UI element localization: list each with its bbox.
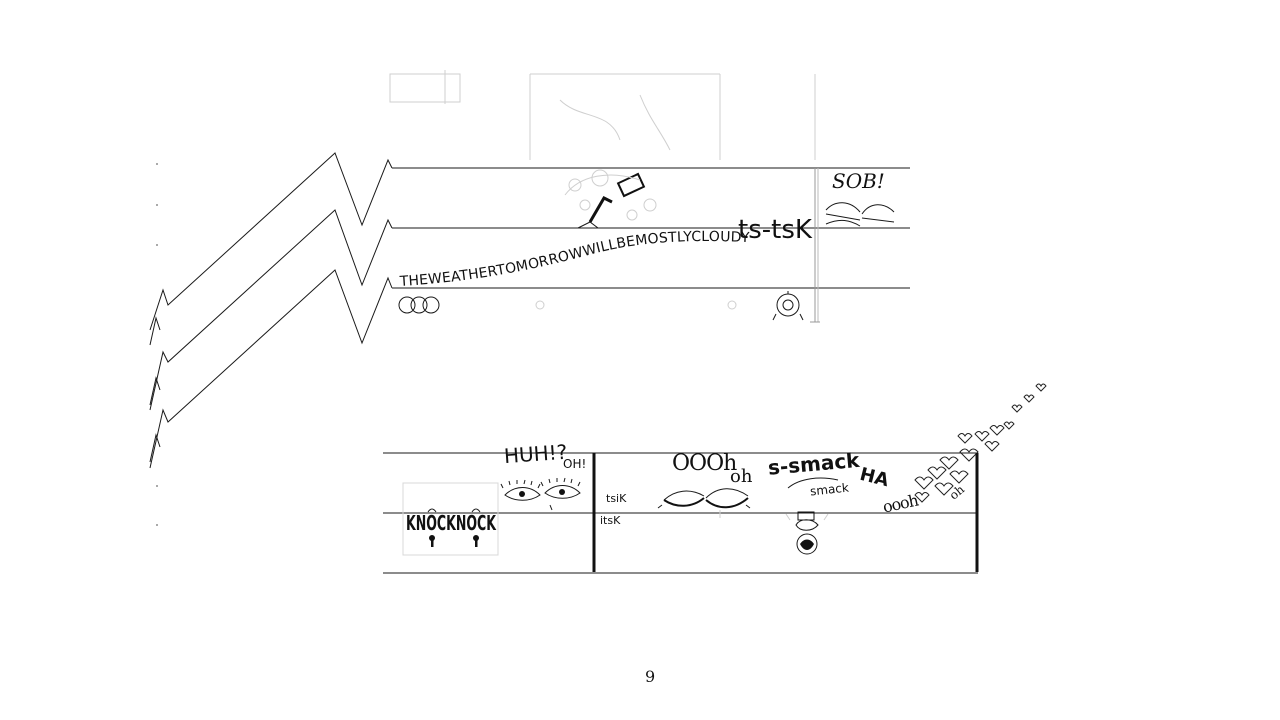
tsk-upper: ts-tsK	[738, 215, 813, 245]
peering-eyes	[500, 477, 581, 511]
round-face-icon	[772, 291, 804, 321]
page-number: 9	[645, 667, 655, 686]
keyhole-icon	[473, 535, 479, 547]
pouring-bottle-sketch	[564, 169, 657, 229]
lower-staff	[383, 452, 979, 574]
uh-trail-text: oh	[947, 482, 968, 503]
keyhole-icon	[429, 535, 435, 547]
ha-text: HA	[858, 464, 891, 491]
kissing-lips	[785, 511, 829, 555]
oh-lower-text: oh	[730, 466, 753, 487]
rings-ornament	[398, 296, 737, 314]
smack-curve	[787, 477, 839, 489]
tsk-lower-2: itsK	[600, 514, 621, 527]
zigzag-staff-lines	[149, 152, 393, 469]
sleepy-eyes	[657, 488, 751, 518]
knock-text: KNOCKNOCK	[406, 511, 497, 535]
smack-small-text: smack	[809, 481, 849, 499]
floating-hearts	[914, 383, 1047, 503]
knock-knock-doors: KNOCKNOCK	[406, 508, 497, 547]
oooh-text: OOOh	[672, 451, 737, 476]
weather-text-path: THEWEATHERTOMORROWWILLBEMOSTLYCLOUDY	[398, 229, 750, 290]
margin-ticks	[156, 163, 158, 526]
huh-text: HUH!?	[503, 440, 568, 468]
upper-staff	[392, 167, 910, 323]
weather-text: THEWEATHERTOMORROWWILLBEMOSTLYCLOUDY	[398, 229, 750, 290]
tsk-lower-1: tsiK	[606, 492, 627, 505]
sob-text: SOB!	[832, 169, 885, 193]
sob-figure: SOB!	[825, 169, 895, 227]
oh-small-text: OH!	[563, 457, 586, 471]
faint-sketch	[389, 70, 816, 160]
